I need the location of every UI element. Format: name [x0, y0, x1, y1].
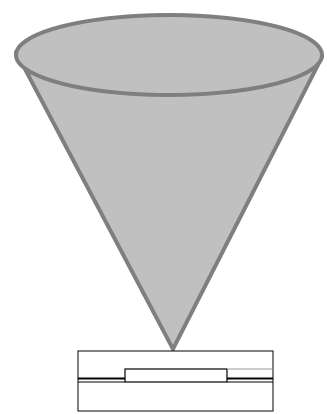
substrate-block-group	[78, 351, 273, 411]
sample-strip	[125, 369, 227, 382]
cone-top-ellipse	[16, 15, 322, 95]
